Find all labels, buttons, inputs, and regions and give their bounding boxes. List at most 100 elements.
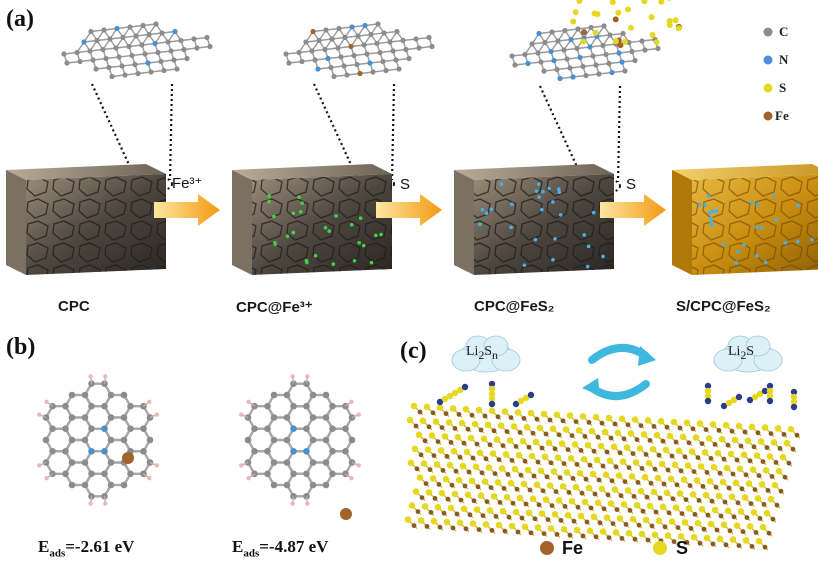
atom <box>364 51 370 57</box>
atom <box>368 31 374 38</box>
atom <box>68 414 76 421</box>
s-atom <box>417 517 425 524</box>
atom <box>375 21 381 27</box>
surface-dot <box>703 203 708 208</box>
fe-atom <box>508 415 514 420</box>
atom <box>283 459 291 466</box>
s-atom <box>601 428 609 436</box>
surface-dot <box>478 222 482 227</box>
s-atom <box>490 493 498 500</box>
atom <box>568 36 574 43</box>
surface-dot <box>601 254 605 259</box>
fe-atom <box>674 482 680 488</box>
hydrogen-atom <box>290 501 295 506</box>
s-atom <box>484 421 492 429</box>
s-atom <box>495 521 503 529</box>
hydrogen-atom <box>246 399 251 405</box>
s-atom <box>701 449 709 456</box>
atom <box>135 70 141 77</box>
s-atom <box>514 409 522 416</box>
atom <box>283 414 291 421</box>
fe-atom <box>653 509 659 515</box>
fe-atom <box>465 426 471 432</box>
fe-atom <box>505 472 511 477</box>
s-atom <box>425 489 433 496</box>
fe-atom <box>435 439 441 444</box>
s-atom <box>603 514 611 521</box>
fe-atom <box>521 416 527 421</box>
s-atom <box>599 528 607 535</box>
s-atom <box>625 529 633 537</box>
atom <box>591 10 598 17</box>
porous-block <box>6 164 166 275</box>
s-atom <box>615 472 623 479</box>
stage-label-cpc-fes2: CPC@FeS₂ <box>474 298 555 315</box>
atom <box>342 34 348 41</box>
atom <box>639 38 645 44</box>
atom <box>62 402 69 410</box>
s-atom <box>419 417 427 425</box>
s-atom <box>628 473 636 480</box>
s-atom <box>467 434 475 442</box>
s-atom <box>542 496 550 503</box>
chain-atom <box>790 403 798 411</box>
fe-atom <box>463 526 469 532</box>
surface-dot <box>313 253 318 258</box>
s-atom <box>590 513 598 521</box>
cycle-arrows <box>582 344 656 400</box>
polysulfide-chain <box>766 382 774 405</box>
s-atom <box>410 402 418 410</box>
chain-atom <box>527 391 535 399</box>
fe-atom <box>504 429 510 434</box>
s-atom <box>558 440 566 447</box>
atom <box>146 436 154 444</box>
surface-dot <box>480 207 485 212</box>
fe-atom <box>786 460 792 466</box>
fe-atom <box>631 494 637 499</box>
fe-atom <box>440 468 446 473</box>
atom <box>575 26 581 32</box>
atom <box>207 43 213 50</box>
surface-dot <box>534 189 539 193</box>
s-atom <box>663 489 671 497</box>
fe-atom <box>609 478 615 484</box>
block-side <box>6 170 26 275</box>
fe-atom <box>687 483 693 488</box>
atom <box>77 58 83 65</box>
fe-atom <box>569 433 575 438</box>
fe-atom <box>436 482 442 487</box>
fe-atom <box>634 437 640 442</box>
s-atom <box>688 448 696 455</box>
s-atom <box>614 429 622 437</box>
atom <box>322 459 330 466</box>
block-top <box>6 164 166 180</box>
atom <box>342 448 349 455</box>
s-atom <box>476 449 484 457</box>
fe-atom <box>617 450 623 456</box>
stage-label-cpc: CPC <box>58 298 90 315</box>
atom <box>106 64 112 71</box>
chain-atom <box>461 383 469 391</box>
s-atom <box>485 464 493 471</box>
atom <box>555 38 561 44</box>
fe-atom <box>762 544 768 550</box>
atom <box>322 481 330 489</box>
cycle-arrow-bottom <box>588 380 650 400</box>
atom <box>383 67 389 74</box>
fe-atom <box>777 446 783 451</box>
fe-atom <box>682 454 688 460</box>
hydrogen-atom <box>290 374 295 379</box>
s-atom <box>723 464 731 472</box>
fe-atom <box>532 516 538 522</box>
atom <box>270 459 278 466</box>
atom <box>107 391 115 399</box>
panel-label-c: (c) <box>400 338 427 364</box>
s-atom <box>498 465 506 472</box>
surface-dot <box>334 214 338 218</box>
s-atom <box>744 437 752 445</box>
atom <box>140 425 147 433</box>
s-atom <box>637 487 645 495</box>
atom <box>322 436 330 444</box>
s-atom <box>463 448 471 456</box>
fe-atom <box>743 472 749 478</box>
